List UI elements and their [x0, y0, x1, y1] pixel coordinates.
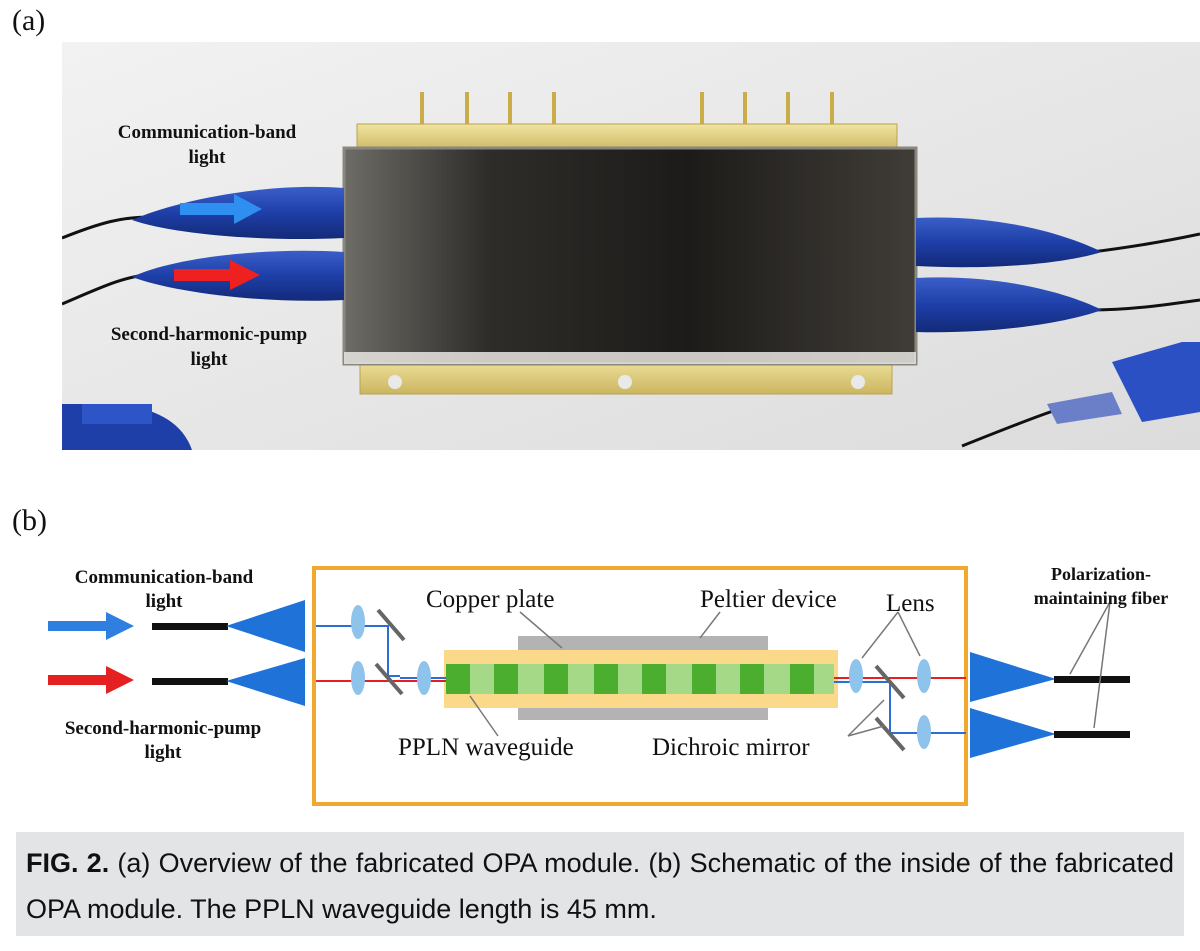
pm-fiber-label: Polarization- maintaining fiber: [1033, 564, 1169, 608]
dichroic-mirror-label: Dichroic mirror: [652, 734, 810, 761]
schematic-input2-label: Second-harmonic-pump light: [64, 718, 262, 763]
module-schematic: [48, 566, 1130, 806]
input-blue-arrow-icon: [48, 612, 134, 640]
peltier-device-label: Peltier device: [700, 586, 837, 613]
panel-a-label: (a): [12, 4, 46, 37]
input-fiber-cone-2: [226, 658, 305, 706]
ppln-waveguide-label: PPLN waveguide: [398, 734, 574, 761]
copper-plate-label: Copper plate: [426, 586, 555, 613]
red-arrow-icon: [174, 260, 260, 290]
panel-b-label: (b): [12, 504, 47, 537]
figure-label: FIG. 2.: [26, 848, 110, 878]
input-fiber-cone-1: [226, 600, 305, 652]
module-box: [312, 566, 968, 806]
blue-arrow-icon: [180, 194, 262, 224]
module-photo: [62, 42, 1200, 450]
output-fiber-cone-1: [970, 652, 1056, 702]
figure-caption: FIG. 2. (a) Overview of the fabricated O…: [16, 832, 1184, 936]
photo-input2-label: Second-harmonic-pump light: [110, 324, 308, 370]
schematic-input1-label: Communication-band light: [74, 567, 254, 612]
input-red-arrow-icon: [48, 666, 134, 694]
lens-label: Lens: [886, 590, 935, 617]
photo-input1-label: Communication-band light: [117, 122, 297, 168]
caption-text: (a) Overview of the fabricated OPA modul…: [26, 848, 1174, 924]
output-fiber-cone-2: [970, 708, 1056, 758]
